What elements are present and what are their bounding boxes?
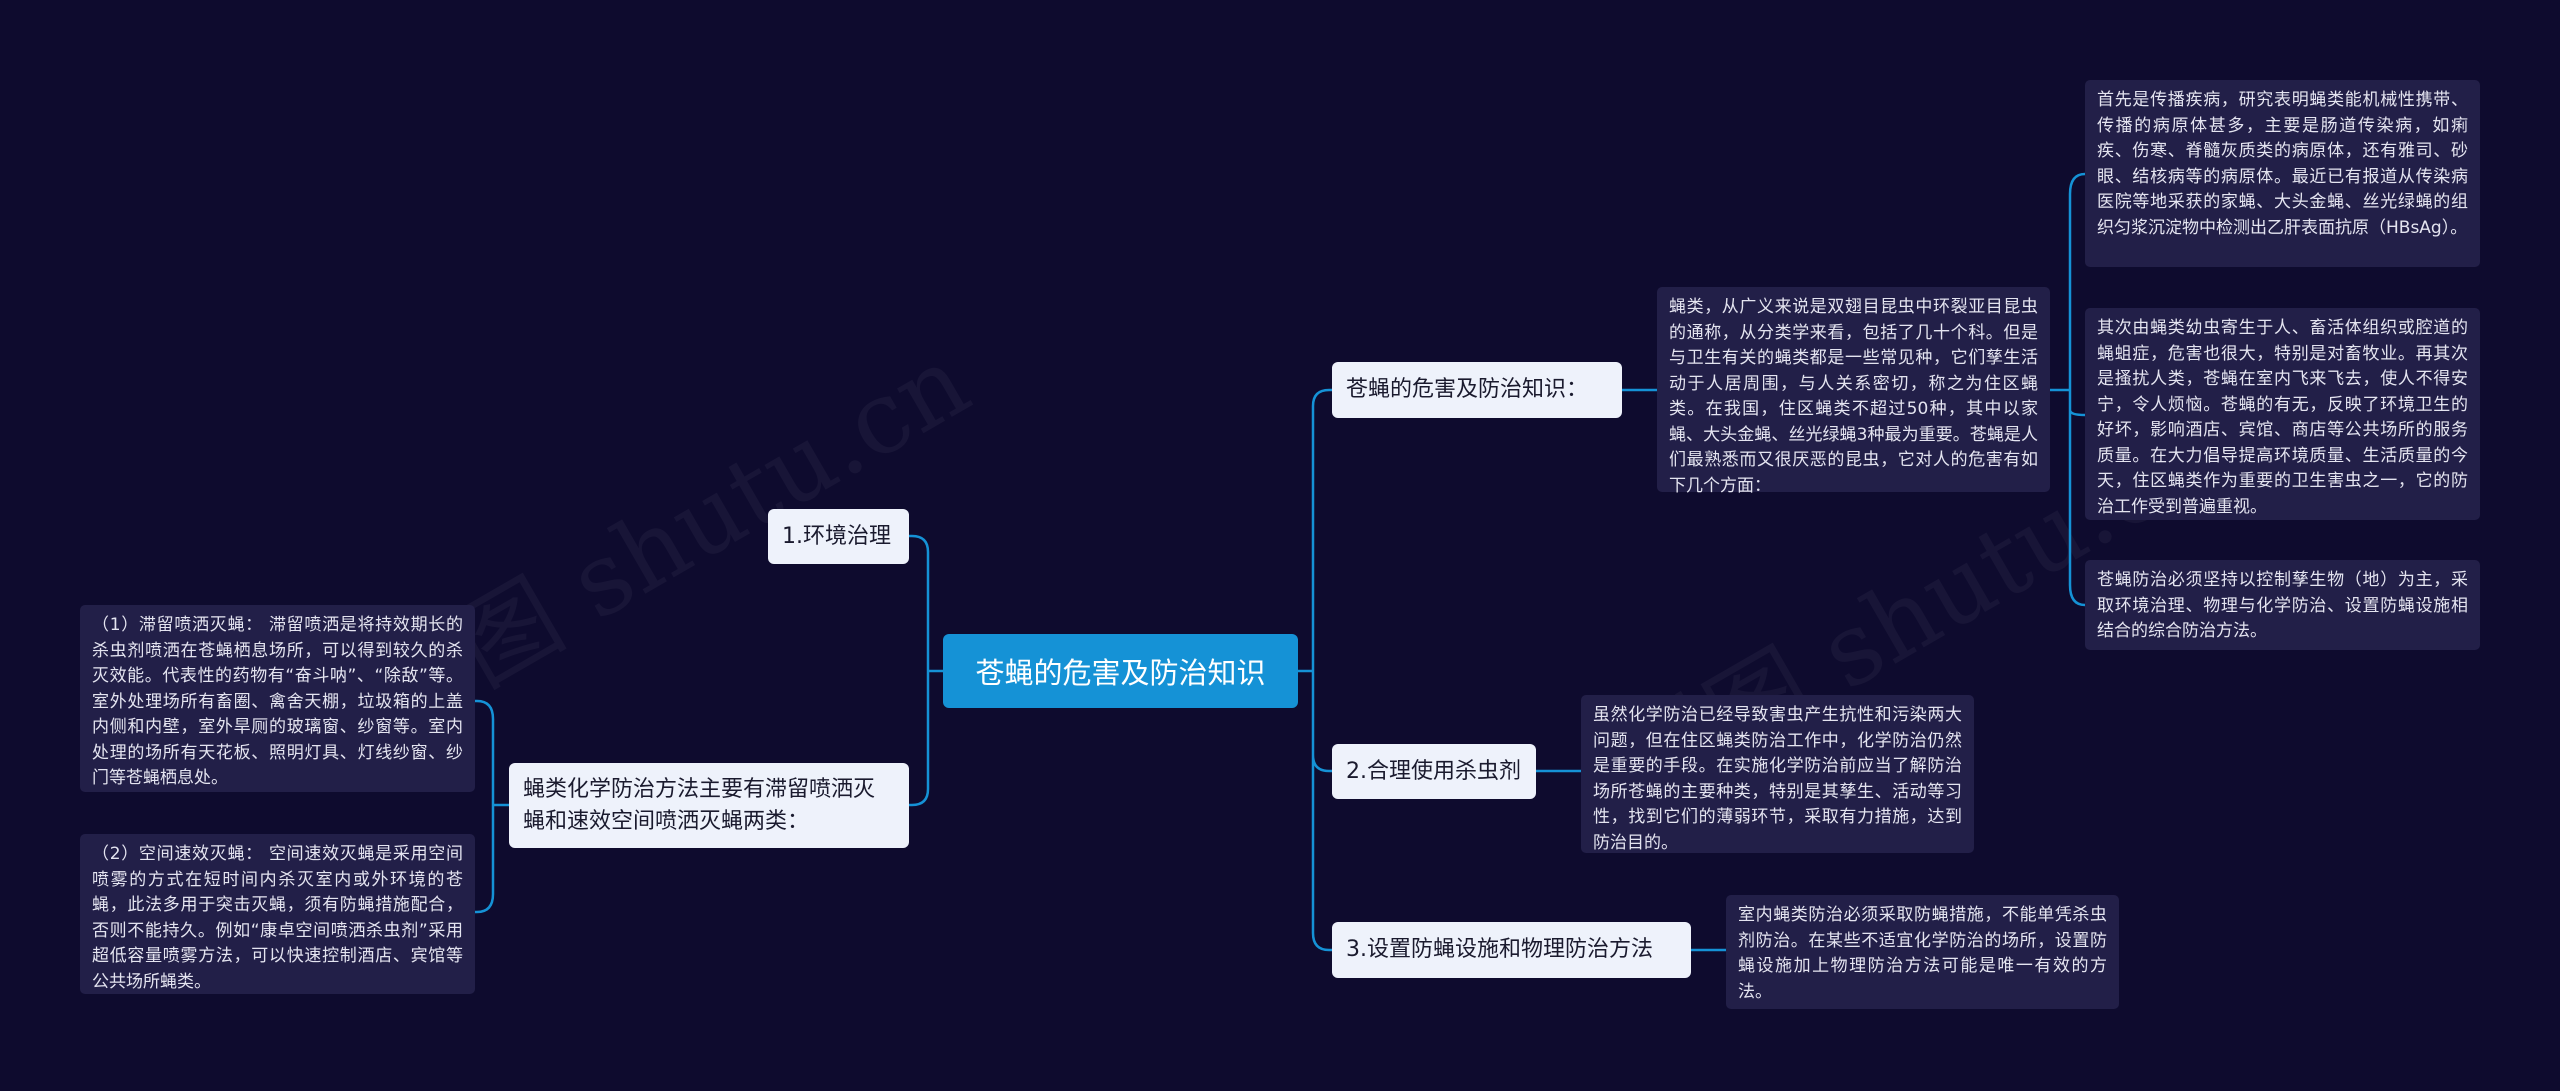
hazards-description[interactable]: 蝇类，从广义来说是双翅目昆虫中环裂亚目昆虫的通称，从分类学来看，包括了几十个科。… — [1657, 287, 2050, 496]
method-space-spray[interactable]: （2）空间速效灭蝇： 空间速效灭蝇是采用空间喷雾的方式在短时间内杀灭室内或外环境… — [80, 834, 475, 994]
insecticide-description[interactable]: 虽然化学防治已经导致害虫产生抗性和污染两大问题，但在住区蝇类防治工作中，化学防治… — [1581, 695, 1974, 853]
link-desc1-children — [2048, 172, 2087, 607]
method-residual-spray[interactable]: （1）滞留喷洒灭蝇： 滞留喷洒是将持效期长的杀虫剂喷洒在苍蝇栖息场所，可以得到较… — [80, 605, 475, 792]
branch-insecticide[interactable]: 2.合理使用杀虫剂 — [1332, 744, 1536, 799]
root-topic[interactable]: 苍蝇的危害及防治知识 — [943, 634, 1298, 708]
hazard-nuisance[interactable]: 其次由蝇类幼虫寄生于人、畜活体组织或腔道的蝇蛆症，危害也很大，特别是对畜牧业。再… — [2085, 308, 2480, 520]
physical-control-description[interactable]: 室内蝇类防治必须采取防蝇措施，不能单凭杀虫剂防治。在某些不适宜化学防治的场所，设… — [1726, 895, 2119, 1009]
branch-physical-control[interactable]: 3.设置防蝇设施和物理防治方法 — [1332, 922, 1691, 978]
hazard-control-principle[interactable]: 苍蝇防治必须坚持以控制孳生物（地）为主，采取环境治理、物理与化学防治、设置防蝇设… — [2085, 560, 2480, 650]
link-left2-children — [473, 699, 511, 914]
branch-chemical-methods[interactable]: 蝇类化学防治方法主要有滞留喷洒灭蝇和速效空间喷洒灭蝇两类： — [509, 763, 909, 848]
branch-environment[interactable]: 1.环境治理 — [768, 509, 909, 564]
branch-hazards[interactable]: 苍蝇的危害及防治知识： — [1332, 362, 1622, 418]
link-root-left — [907, 534, 945, 807]
link-root-right — [1296, 388, 1334, 952]
hazard-disease[interactable]: 首先是传播疾病，研究表明蝇类能机械性携带、传播的病原体甚多，主要是肠道传染病，如… — [2085, 80, 2480, 267]
